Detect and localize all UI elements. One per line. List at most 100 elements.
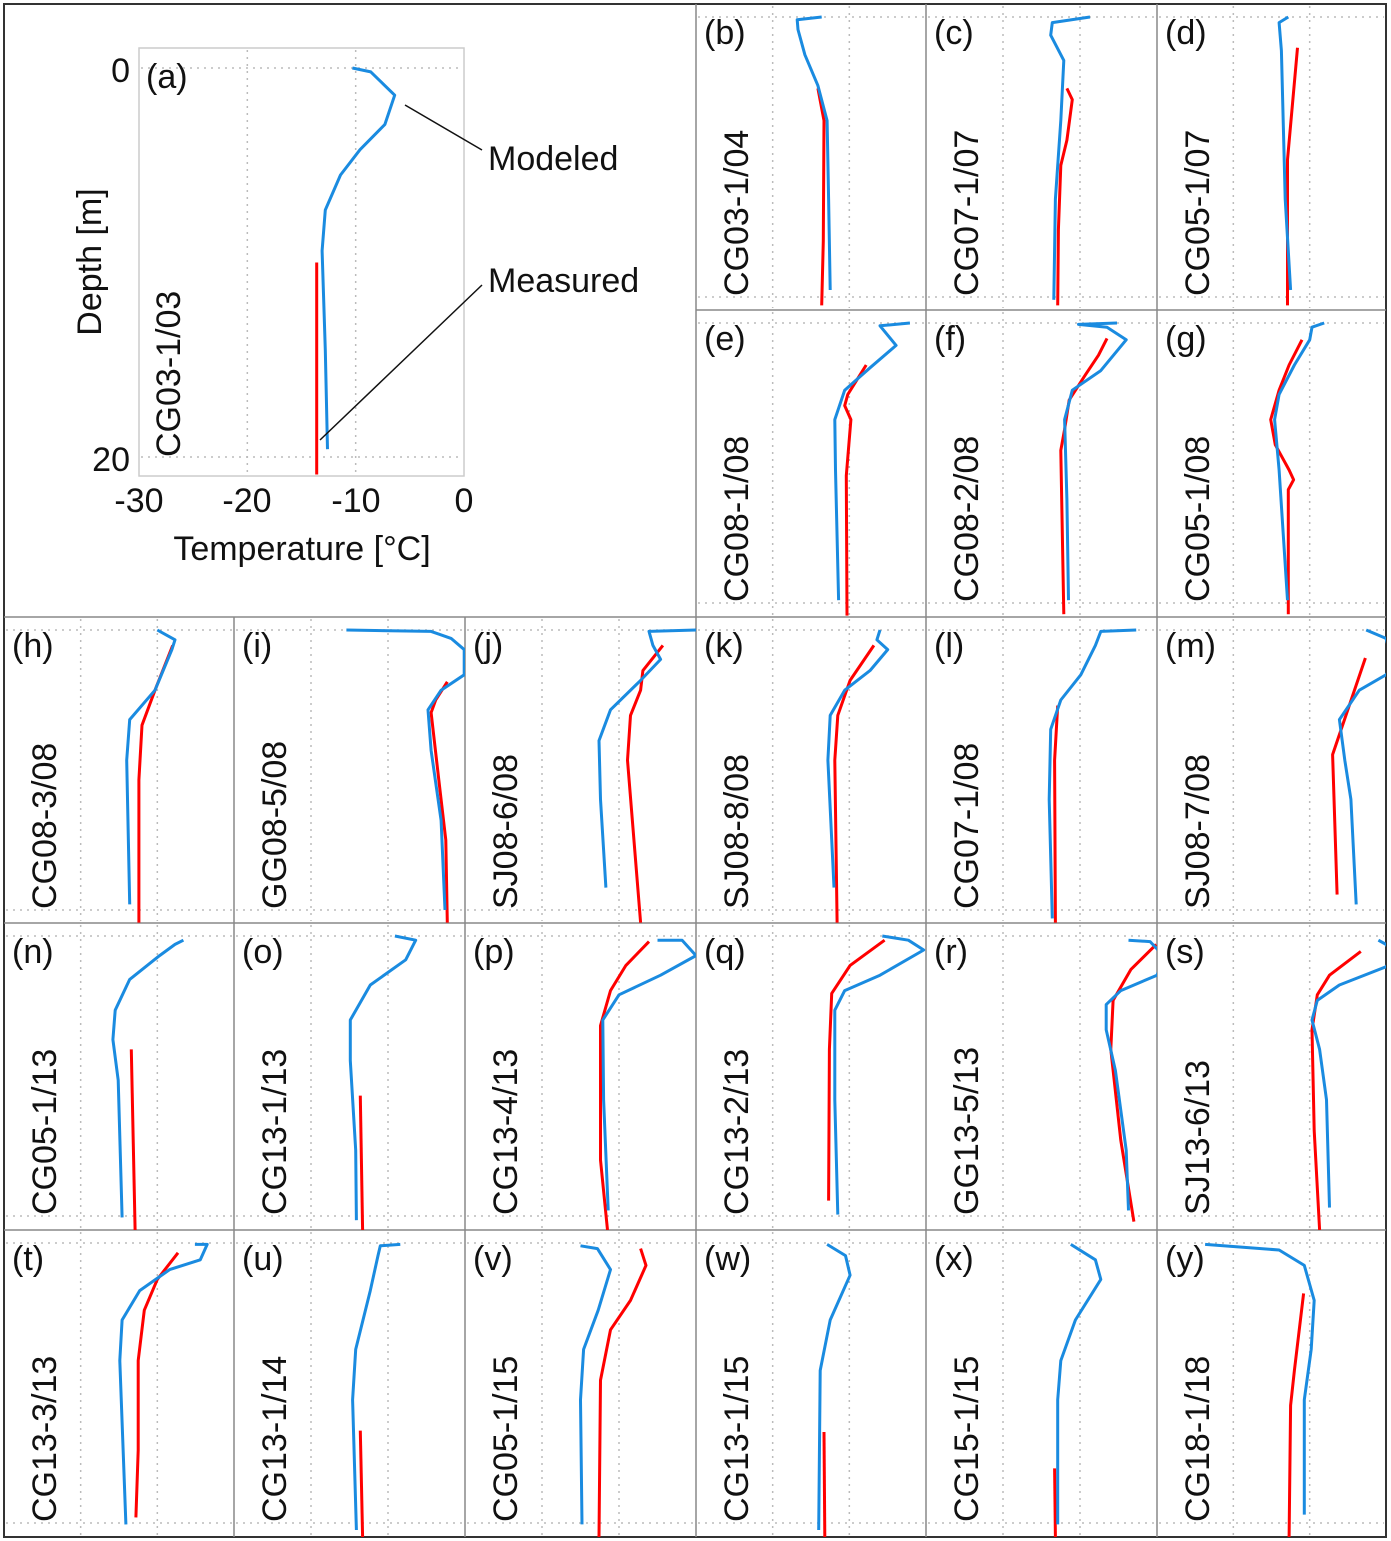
station-label: CG08-3/08 — [26, 743, 64, 909]
series-group — [795, 15, 832, 306]
x-axis-label: Temperature [°C] — [173, 530, 430, 568]
panel-t: (t)CG13-3/13 — [6, 1232, 232, 1535]
axes-frame — [138, 47, 465, 477]
station-label: CG05-1/15 — [487, 1356, 525, 1522]
modeled-profile-line — [111, 938, 185, 1218]
station-label: GG13-5/13 — [948, 1047, 986, 1215]
panel-label: (t) — [12, 1240, 44, 1278]
series-group — [827, 934, 926, 1215]
measured-profile-line — [358, 1430, 365, 1537]
x-tick-label: -30 — [114, 482, 163, 520]
station-label: CG07-1/07 — [948, 130, 986, 296]
x-tick-label: 0 — [455, 482, 474, 520]
panel-label: (n) — [12, 933, 54, 971]
measured-profile-line — [833, 644, 876, 923]
panel-label: (f) — [934, 320, 966, 358]
station-label: CG13-1/14 — [256, 1356, 294, 1522]
modeled-profile-line — [348, 934, 418, 1221]
panel-x: (x)CG15-1/15 — [928, 1232, 1155, 1537]
series-group — [1047, 628, 1137, 923]
panel-k: (k)SJ08-8/08 — [698, 619, 924, 923]
station-label: SJ13-6/13 — [1179, 1060, 1217, 1215]
measured-profile-line — [1053, 1468, 1057, 1537]
series-group — [833, 321, 911, 616]
panel-h: (h) CG08-3/08 — [6, 619, 232, 923]
panel-v: (v)CG05-1/15 — [467, 1232, 694, 1537]
modeled-leader-line — [404, 104, 483, 151]
series-group — [315, 66, 397, 475]
panel-label: (m) — [1165, 627, 1216, 665]
station-label: CG13-1/13 — [256, 1049, 294, 1215]
series-group — [118, 1242, 209, 1525]
measured-profile-line — [129, 1049, 137, 1230]
station-label: CG13-4/13 — [487, 1049, 525, 1215]
series-group — [351, 1242, 401, 1537]
series-group — [1104, 938, 1157, 1222]
series-group — [817, 1243, 852, 1537]
panel-b: (b) CG03-1/04 — [698, 6, 924, 308]
panel-c: (c) CG07-1/07 — [928, 6, 1155, 308]
panel-label: (b) — [704, 14, 746, 52]
panel-p: (p)CG13-4/13 — [467, 925, 696, 1230]
panel-label: (i) — [242, 627, 272, 665]
series-group — [348, 934, 418, 1230]
modeled-profile-line — [833, 934, 926, 1215]
station-label: CG08-1/08 — [718, 436, 756, 602]
station-label: SJ08-6/08 — [487, 754, 525, 909]
panel-q: (q)CG13-2/13 — [698, 925, 926, 1228]
panel-label: (s) — [1165, 933, 1205, 971]
modeled-profile-line — [826, 629, 890, 888]
measured-profile-line — [816, 88, 826, 306]
measured-profile-line — [1269, 339, 1304, 615]
series-group — [597, 628, 696, 923]
panel-separators — [4, 4, 1386, 1537]
panel-label: (h) — [12, 627, 54, 665]
station-label: CG18-1/18 — [1179, 1356, 1217, 1522]
station-label: CG07-1/08 — [948, 743, 986, 909]
modeled-profile-line — [795, 15, 832, 291]
panel-y: (y)CG18-1/18 — [1159, 1232, 1384, 1537]
panel-label: (r) — [934, 933, 968, 971]
modeled-profile-line — [346, 628, 465, 911]
panel-w: (w) CG13-1/15 — [698, 1232, 924, 1537]
station-label: CG08-2/08 — [948, 436, 986, 602]
panel-label: (u) — [242, 1240, 284, 1278]
modeled-profile-line — [320, 66, 397, 450]
modeled-profile-line — [579, 1244, 612, 1525]
station-label: CG03-1/04 — [718, 130, 756, 296]
panel-e: (e) CG08-1/08 — [698, 312, 924, 616]
modeled-profile-line — [833, 321, 911, 601]
modeled-profile-line — [601, 938, 696, 1211]
modeled-profile-line — [1310, 938, 1386, 1208]
measured-annotation: Measured — [488, 262, 639, 300]
station-label: CG05-1/08 — [1179, 436, 1217, 602]
station-label: SJ08-7/08 — [1179, 754, 1217, 909]
modeled-profile-line — [1063, 321, 1128, 601]
panel-s: (s) SJ13-6/13 — [1159, 925, 1386, 1230]
panel-m: (m) SJ08-7/08 — [1159, 619, 1386, 921]
series-group — [579, 1244, 648, 1537]
panel-i: (i)GG08-5/08 — [236, 619, 465, 923]
measured-profile-line — [1287, 1293, 1306, 1537]
y-axis-label: Depth [m] — [71, 188, 109, 335]
y-tick-label: 0 — [111, 52, 130, 90]
panel-o: (o)CG13-1/13 — [236, 925, 463, 1230]
measured-profile-line — [599, 940, 651, 1230]
station-label: CG05-1/07 — [1179, 130, 1217, 296]
measured-profile-line — [822, 1431, 827, 1537]
panel-label: (k) — [704, 627, 744, 665]
modeled-annotation: Modeled — [488, 140, 618, 178]
panel-n: (n)CG05-1/13 — [6, 925, 232, 1230]
panel-label: (c) — [934, 14, 974, 52]
measured-profile-line — [1331, 657, 1367, 895]
series-group — [599, 938, 696, 1230]
series-group — [1059, 321, 1128, 615]
panel-label: (w) — [704, 1240, 751, 1278]
modeled-profile-line — [1056, 1243, 1103, 1525]
panel-label: (g) — [1165, 320, 1207, 358]
panels: (a)CG03-1/03(b)CG03-1/04(c)CG07-1/07(d)C… — [6, 6, 1386, 1537]
station-label: CG13-1/15 — [718, 1356, 756, 1522]
panel-label: (e) — [704, 320, 746, 358]
panel-a: (a)CG03-1/03 — [138, 47, 465, 477]
